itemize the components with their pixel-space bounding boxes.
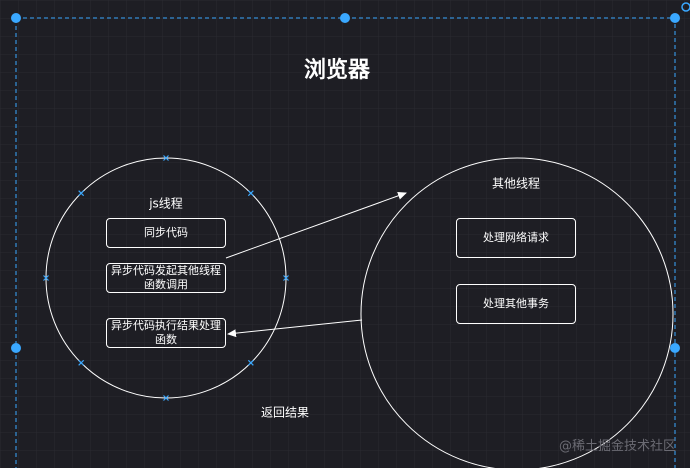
network-request-box[interactable]: 处理网络请求 <box>456 218 576 258</box>
connection-points <box>43 155 289 401</box>
connection-point-icon[interactable] <box>163 155 169 161</box>
async-result-handler-box[interactable]: 异步代码执行结果处理函数 <box>106 318 226 348</box>
other-thread-label: 其他线程 <box>491 176 541 191</box>
resize-handle-right[interactable] <box>670 343 680 353</box>
connection-point-icon[interactable] <box>163 395 169 401</box>
return-arrow[interactable] <box>227 319 363 338</box>
resize-handle-top[interactable] <box>340 13 350 23</box>
watermark: @稀土掘金技术社区 <box>558 439 676 454</box>
async-call-box[interactable]: 异步代码发起其他线程函数调用 <box>106 263 226 293</box>
connection-point-icon[interactable] <box>283 275 289 281</box>
connection-point-icon[interactable] <box>78 190 85 197</box>
diagram-title: 浏览器 <box>303 58 371 83</box>
sync-code-box[interactable]: 同步代码 <box>106 218 226 248</box>
connection-point-icon[interactable] <box>247 190 254 197</box>
other-thread-circle[interactable] <box>360 157 674 468</box>
connection-point-icon[interactable] <box>247 359 254 366</box>
rotate-handle[interactable] <box>681 2 690 12</box>
other-tasks-box[interactable]: 处理其他事务 <box>456 284 576 324</box>
resize-handle-left[interactable] <box>11 343 21 353</box>
js-thread-label: js线程 <box>149 196 183 211</box>
call-arrow[interactable] <box>225 191 407 259</box>
return-result-label: 返回结果 <box>260 405 310 420</box>
connection-point-icon[interactable] <box>43 275 49 281</box>
resize-handle-top-left[interactable] <box>11 13 21 23</box>
resize-handle-top-right[interactable] <box>670 13 680 23</box>
connection-point-icon[interactable] <box>78 359 85 366</box>
